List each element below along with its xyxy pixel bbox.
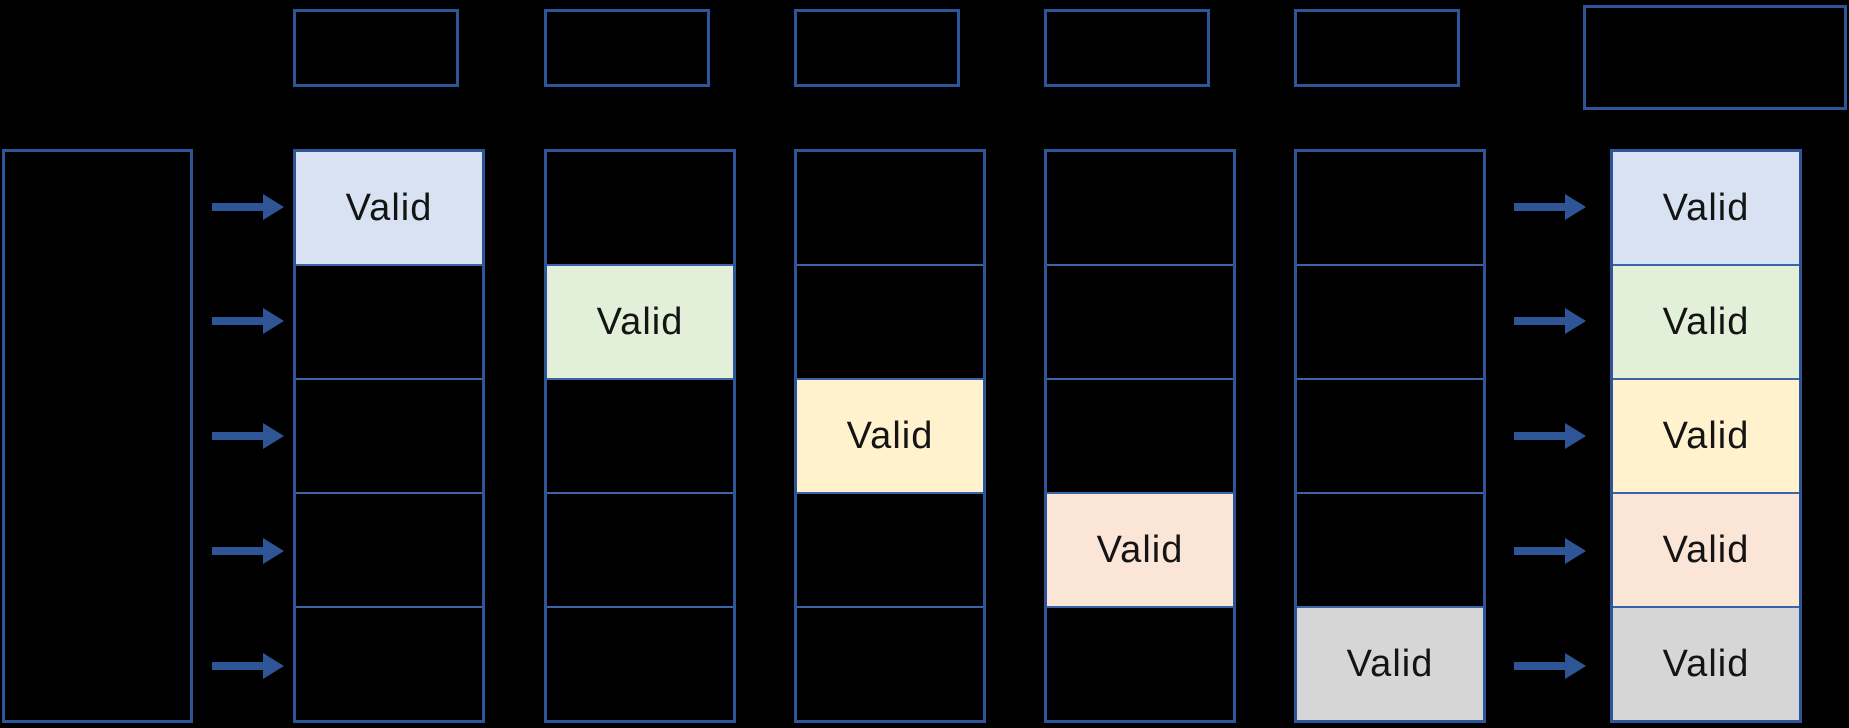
arrow-right-icon bbox=[212, 653, 284, 679]
empty-cell bbox=[296, 606, 482, 720]
empty-cell bbox=[797, 264, 983, 378]
empty-cell bbox=[1297, 264, 1483, 378]
arrow-head bbox=[263, 538, 284, 564]
arrow-shaft bbox=[212, 203, 266, 211]
empty-cell bbox=[1297, 152, 1483, 264]
arrow-head bbox=[1565, 308, 1586, 334]
arrow-shaft bbox=[1514, 432, 1568, 440]
arrow-shaft bbox=[212, 432, 266, 440]
empty-cell bbox=[547, 492, 733, 606]
source-box bbox=[2, 149, 193, 723]
arrow-right-icon bbox=[212, 194, 284, 220]
arrow-right-icon bbox=[1514, 653, 1586, 679]
arrow-head bbox=[263, 308, 284, 334]
column-5: Valid bbox=[1294, 149, 1486, 723]
valid-cell: Valid bbox=[296, 152, 482, 264]
arrow-shaft bbox=[1514, 203, 1568, 211]
header-box-5 bbox=[1294, 9, 1460, 87]
empty-cell bbox=[547, 378, 733, 492]
empty-cell bbox=[1047, 264, 1233, 378]
arrow-shaft bbox=[1514, 547, 1568, 555]
valid-cell: Valid bbox=[1613, 492, 1799, 606]
arrow-head bbox=[263, 194, 284, 220]
arrow-right-icon bbox=[1514, 538, 1586, 564]
empty-cell bbox=[1047, 606, 1233, 720]
empty-cell bbox=[1047, 152, 1233, 264]
arrow-shaft bbox=[1514, 317, 1568, 325]
arrow-right-icon bbox=[212, 538, 284, 564]
arrow-shaft bbox=[212, 547, 266, 555]
arrow-shaft bbox=[212, 662, 266, 670]
arrow-head bbox=[1565, 653, 1586, 679]
arrow-head bbox=[1565, 538, 1586, 564]
arrow-right-icon bbox=[1514, 423, 1586, 449]
empty-cell bbox=[296, 492, 482, 606]
arrow-head bbox=[1565, 423, 1586, 449]
valid-cell: Valid bbox=[797, 378, 983, 492]
valid-cell: Valid bbox=[1613, 606, 1799, 720]
valid-cell: Valid bbox=[547, 264, 733, 378]
valid-cell: Valid bbox=[1047, 492, 1233, 606]
empty-cell bbox=[797, 492, 983, 606]
arrow-shaft bbox=[1514, 662, 1568, 670]
result-header-box bbox=[1583, 5, 1847, 110]
valid-cell: Valid bbox=[1613, 152, 1799, 264]
column-4: Valid bbox=[1044, 149, 1236, 723]
valid-cell: Valid bbox=[1613, 264, 1799, 378]
arrow-shaft bbox=[212, 317, 266, 325]
column-3: Valid bbox=[794, 149, 986, 723]
header-box-3 bbox=[794, 9, 960, 87]
header-box-4 bbox=[1044, 9, 1210, 87]
empty-cell bbox=[797, 606, 983, 720]
column-1: Valid bbox=[293, 149, 485, 723]
column-2: Valid bbox=[544, 149, 736, 723]
arrow-head bbox=[263, 653, 284, 679]
arrow-right-icon bbox=[212, 423, 284, 449]
empty-cell bbox=[1297, 378, 1483, 492]
arrow-head bbox=[1565, 194, 1586, 220]
arrow-right-icon bbox=[212, 308, 284, 334]
empty-cell bbox=[797, 152, 983, 264]
arrow-right-icon bbox=[1514, 308, 1586, 334]
empty-cell bbox=[296, 264, 482, 378]
empty-cell bbox=[1297, 492, 1483, 606]
empty-cell bbox=[296, 378, 482, 492]
empty-cell bbox=[547, 152, 733, 264]
valid-cell: Valid bbox=[1297, 606, 1483, 720]
header-box-1 bbox=[293, 9, 459, 87]
arrow-head bbox=[263, 423, 284, 449]
empty-cell bbox=[547, 606, 733, 720]
valid-cell: Valid bbox=[1613, 378, 1799, 492]
arrow-right-icon bbox=[1514, 194, 1586, 220]
result-column: Valid Valid Valid Valid Valid bbox=[1610, 149, 1802, 723]
empty-cell bbox=[1047, 378, 1233, 492]
header-box-2 bbox=[544, 9, 710, 87]
